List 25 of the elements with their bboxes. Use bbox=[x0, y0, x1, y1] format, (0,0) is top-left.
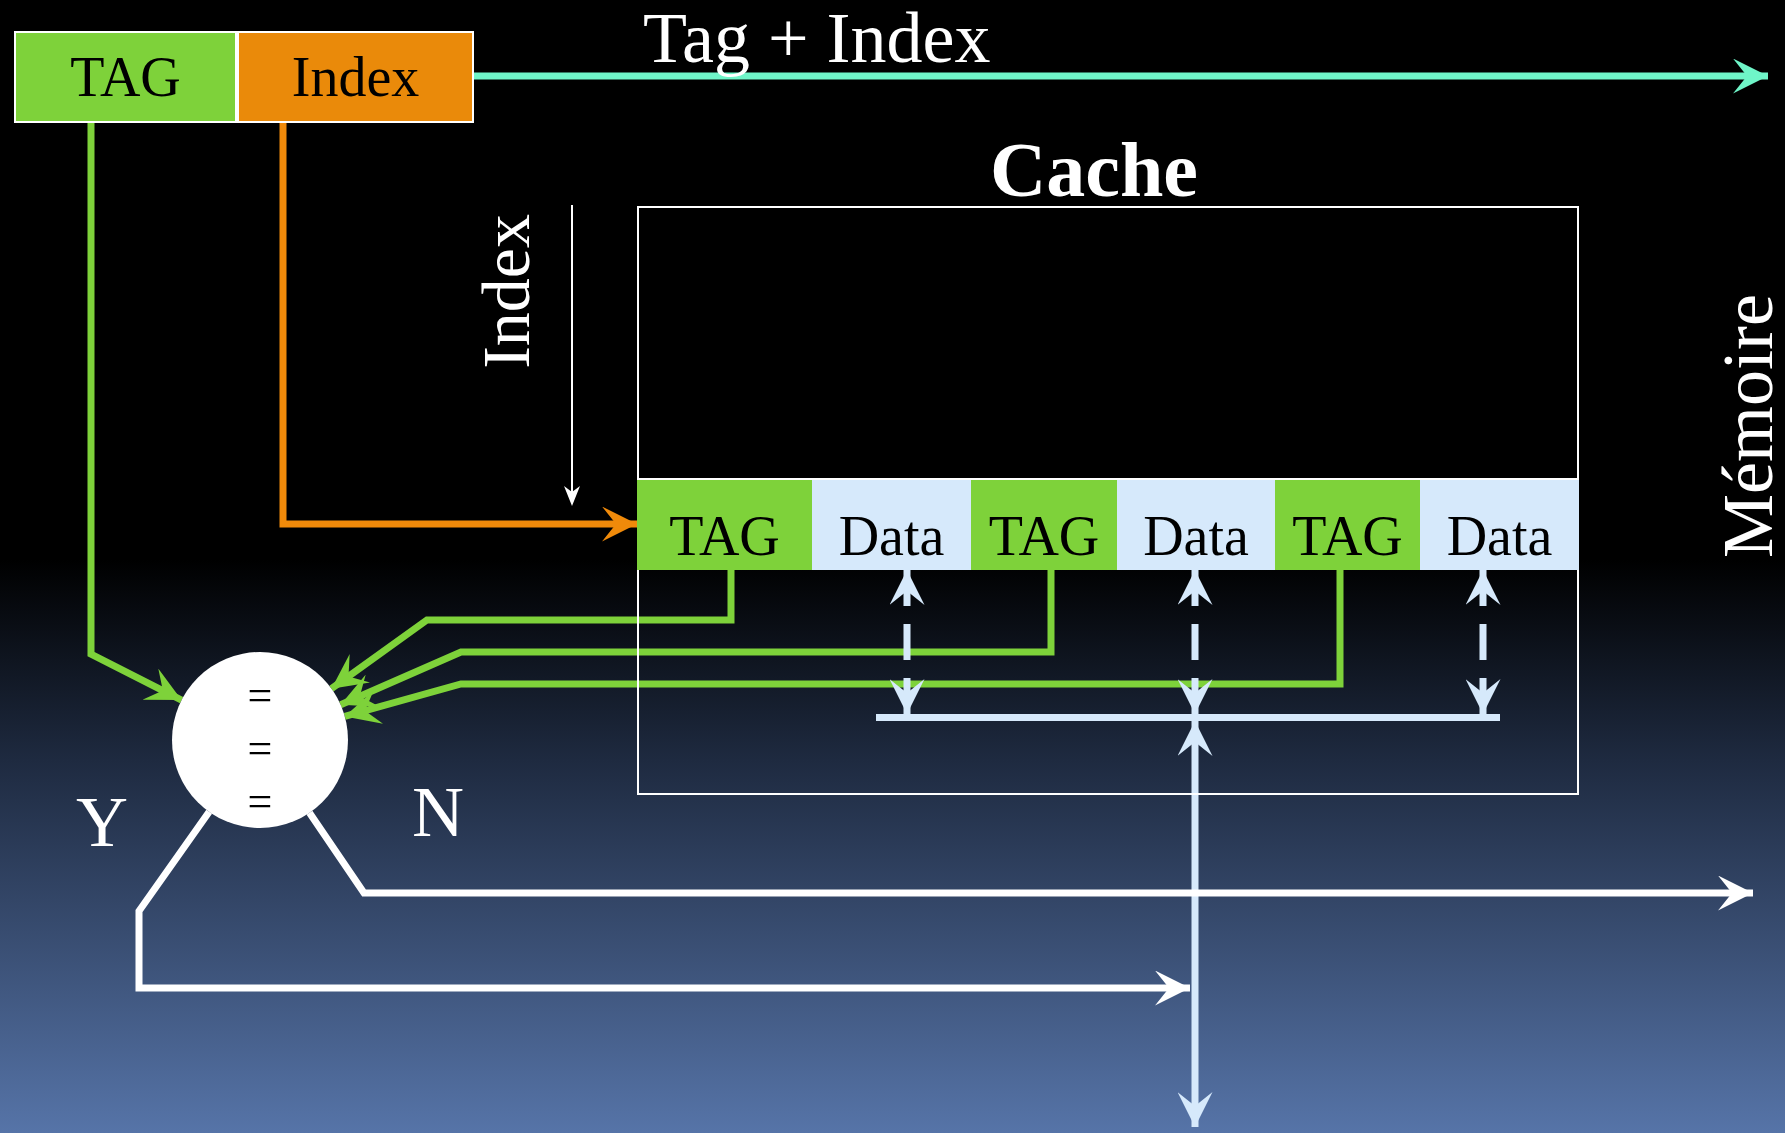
tag-cell: TAG bbox=[971, 478, 1117, 570]
arrow bbox=[329, 570, 735, 692]
arrow bbox=[343, 570, 1344, 724]
data-cell: Data bbox=[1420, 478, 1579, 570]
arrow bbox=[339, 570, 1055, 708]
data-cell: Data bbox=[812, 478, 971, 570]
arrow bbox=[1465, 570, 1501, 714]
arrow bbox=[279, 123, 637, 542]
arrow bbox=[87, 123, 184, 704]
data-cell: Data bbox=[1117, 478, 1275, 570]
edge-label: Y bbox=[76, 786, 128, 858]
equals-sign: = bbox=[247, 727, 273, 771]
cache-heading: Cache bbox=[990, 131, 1198, 209]
tag-cell: TAG bbox=[637, 478, 812, 570]
arrow bbox=[1177, 570, 1213, 714]
equals-sign: = bbox=[247, 674, 273, 718]
index-field: Index bbox=[237, 31, 474, 123]
data-bus-bar bbox=[876, 714, 1500, 721]
tag-field: TAG bbox=[14, 31, 237, 123]
equals-sign: = bbox=[247, 780, 273, 824]
edge-label: N bbox=[412, 776, 464, 848]
index-label: Index bbox=[472, 214, 540, 369]
memory-label: Mémoire bbox=[1712, 294, 1784, 558]
arrow bbox=[889, 570, 925, 714]
tag-cell: TAG bbox=[1275, 478, 1420, 570]
